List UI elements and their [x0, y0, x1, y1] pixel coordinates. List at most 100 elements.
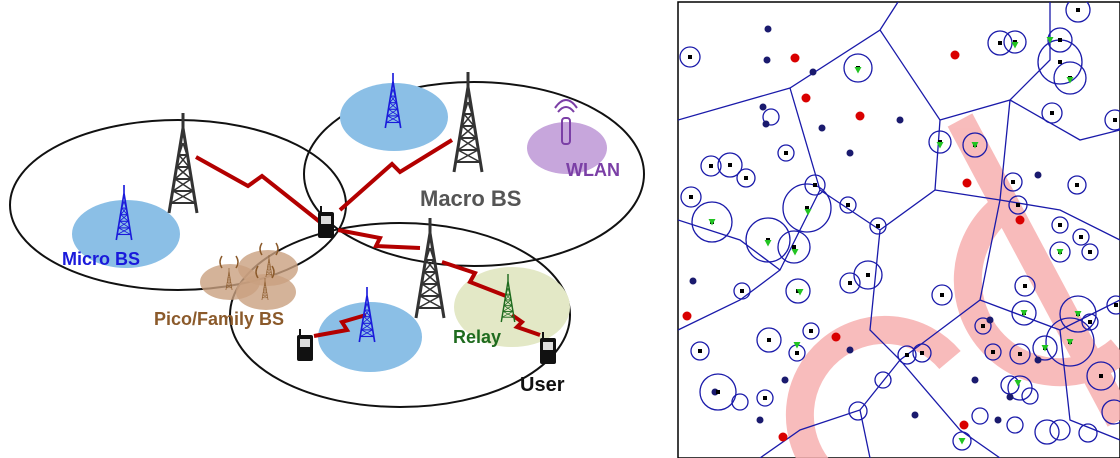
coverage-circle	[731, 393, 749, 411]
user-dot	[855, 111, 865, 121]
node-dot	[1034, 171, 1042, 179]
node-dot	[689, 277, 697, 285]
base-station-marker	[940, 293, 944, 297]
user-dot	[682, 311, 692, 321]
label-micro-bs: Micro BS	[62, 249, 140, 269]
voronoi-edge	[759, 359, 901, 458]
pico-signal-arcs	[219, 242, 279, 279]
node-dot	[781, 376, 789, 384]
coverage-circle	[1065, 2, 1091, 23]
base-station-marker	[809, 329, 813, 333]
user-dot	[790, 53, 800, 63]
coverage-circle	[962, 132, 988, 158]
base-station-marker	[795, 351, 799, 355]
base-station-marker	[848, 281, 852, 285]
base-station-marker	[866, 273, 870, 277]
coverage-circle	[1006, 416, 1024, 434]
coverage-circle	[987, 30, 1013, 56]
base-station-marker	[1099, 374, 1103, 378]
base-station-marker	[1088, 250, 1092, 254]
relay-marker	[854, 67, 862, 74]
base-station-marker	[846, 203, 850, 207]
base-station-marker	[1058, 223, 1062, 227]
coverage-circle	[733, 282, 751, 300]
node-points	[682, 8, 1118, 445]
base-station-marker	[1088, 320, 1092, 324]
base-station-marker	[920, 351, 924, 355]
link-relay-to-user	[510, 313, 541, 337]
user-dot	[959, 420, 969, 430]
node-dot	[809, 68, 817, 76]
micro-zone-top	[340, 83, 448, 151]
base-station-marker	[905, 353, 909, 357]
voronoi-edge	[939, 2, 1051, 121]
base-station-marker	[740, 289, 744, 293]
base-station-marker	[744, 176, 748, 180]
base-station-marker	[1114, 303, 1118, 307]
voronoi-edge	[789, 29, 941, 231]
user-dot	[1015, 215, 1025, 225]
base-station-marker	[767, 338, 771, 342]
node-dot	[818, 124, 826, 132]
coverage-circle	[1014, 275, 1036, 297]
relay-marker	[1014, 380, 1022, 387]
coverage-circle	[1009, 343, 1031, 365]
coverage-circle	[853, 260, 883, 290]
coverage-circle	[782, 183, 832, 233]
relay-marker	[1046, 37, 1054, 44]
base-station-marker	[784, 151, 788, 155]
node-dot	[846, 149, 854, 157]
coverage-circle	[839, 272, 861, 294]
coverage-circle	[699, 373, 737, 411]
coverage-circle	[736, 168, 756, 188]
base-station-marker	[1058, 38, 1062, 42]
coverage-circle	[1067, 175, 1087, 195]
relay-marker	[1074, 311, 1082, 318]
coverage-circle	[700, 155, 722, 177]
relay-marker	[1066, 339, 1074, 346]
coverage-circle	[690, 341, 710, 361]
coverage-circle	[1034, 419, 1060, 445]
node-dot	[986, 316, 994, 324]
coverage-circle	[785, 278, 811, 304]
coverage-circle	[974, 317, 992, 335]
coverage-circle	[984, 343, 1002, 361]
base-station-marker	[1018, 352, 1022, 356]
base-station-marker	[1023, 284, 1027, 288]
coverage-circle	[897, 345, 917, 365]
user-dot	[778, 432, 788, 442]
coverage-circle	[848, 401, 868, 421]
base-station-marker	[716, 390, 720, 394]
coverage-circle	[756, 389, 774, 407]
coverage-circle	[745, 217, 791, 263]
label-wlan: WLAN	[566, 160, 620, 180]
base-station-marker	[805, 206, 809, 210]
coverage-circle	[928, 130, 952, 154]
base-station-marker	[876, 224, 880, 228]
base-station-marker	[1076, 8, 1080, 12]
base-station-marker	[1011, 180, 1015, 184]
base-station-marker	[1075, 183, 1079, 187]
label-user: User	[520, 374, 565, 396]
relay-marker	[791, 249, 799, 256]
coverage-circle	[1032, 335, 1058, 361]
coverage-circle	[1053, 61, 1087, 95]
user-dot	[831, 332, 841, 342]
base-station-marker	[981, 324, 985, 328]
base-station-marker	[709, 164, 713, 168]
base-station-marker	[763, 396, 767, 400]
macro-tower-top	[452, 70, 484, 174]
relay-marker	[1011, 42, 1019, 49]
wlan-zone	[527, 122, 607, 174]
watermark	[785, 113, 1120, 458]
coverage-circle	[874, 371, 892, 389]
node-dot	[756, 416, 764, 424]
link-macro-left-to-user	[195, 155, 322, 224]
coverage-circle	[1059, 295, 1097, 333]
coverage-circle	[869, 217, 887, 235]
coverage-circle	[680, 186, 702, 208]
base-station-marker	[1058, 60, 1062, 64]
coverage-circle	[1081, 243, 1099, 261]
coverage-circle	[804, 174, 826, 196]
